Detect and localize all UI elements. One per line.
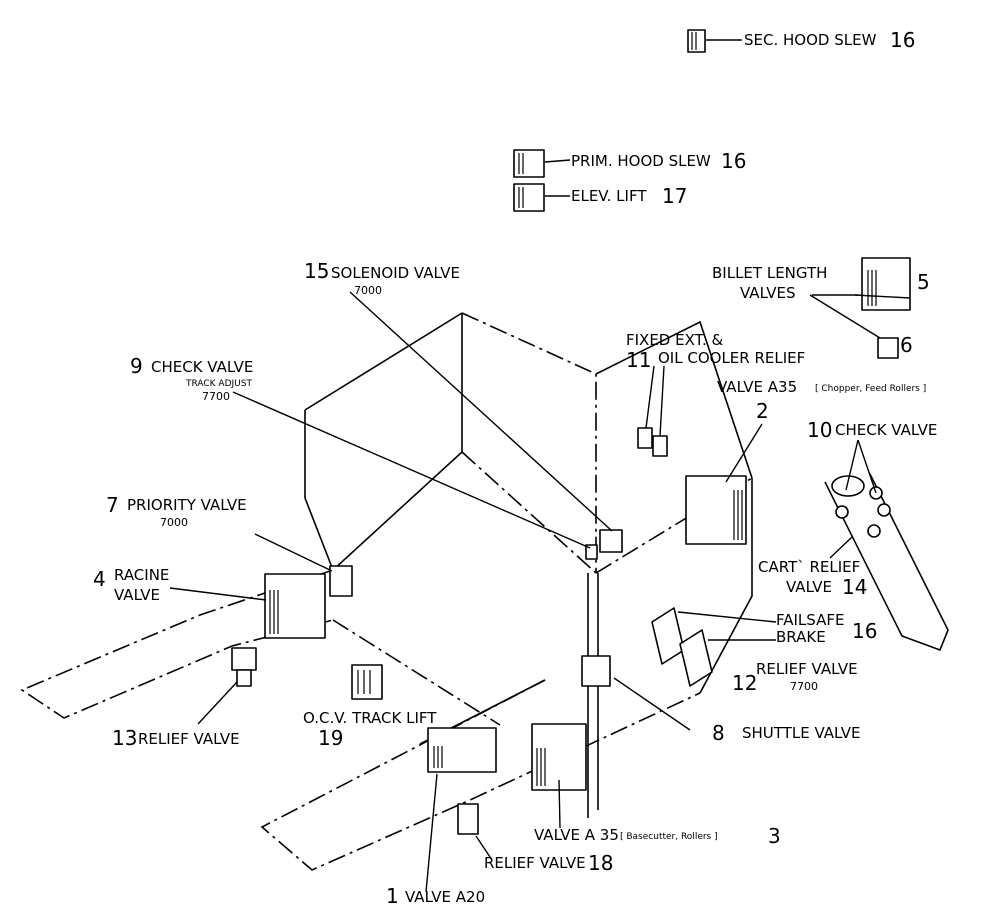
racine-valve-num: 4	[93, 567, 106, 591]
solenoid-valve-num: 15	[304, 259, 329, 283]
valve-a20-text: VALVE A20	[405, 888, 485, 906]
prim-hood-slew-num: 16	[721, 149, 746, 173]
priority-valve-7	[329, 565, 353, 597]
priority-valve-num: 7	[106, 493, 119, 517]
label-check-valve-10: 10 CHECK VALVE	[807, 418, 937, 442]
check-valve-10-text: CHECK VALVE	[835, 421, 937, 439]
valve-a20-1	[427, 727, 497, 773]
label-sec-hood-slew: SEC. HOOD SLEW 16	[744, 28, 915, 52]
valve-a35-bottom-sub: [ Basecutter, Rollers ]	[620, 832, 718, 842]
label-prim-hood-slew: PRIM. HOOD SLEW 16	[571, 149, 746, 173]
check-valve-9-num: 9	[130, 354, 143, 378]
sec-hood-slew-num: 16	[890, 28, 915, 52]
valve-a35-top-num: 2	[756, 399, 769, 423]
valve-a35-bottom-num: 3	[768, 824, 781, 848]
billet-length-valve-5	[861, 257, 911, 311]
failsafe-brake-num: 16	[852, 619, 877, 643]
billet-length-line2: VALVES	[740, 284, 796, 302]
label-elev-lift: ELEV. LIFT 17	[571, 184, 687, 208]
leader-lines	[169, 39, 911, 893]
solenoid-and-check-valves	[585, 529, 623, 560]
label-relief-valve-18: RELIEF VALVE 18	[484, 851, 613, 875]
fixed-ext-line1: FIXED EXT. &	[626, 331, 724, 349]
label-valve-a20: 1 VALVE A20	[386, 884, 485, 908]
label-valve-a35-bottom: VALVE A 35 [ Basecutter, Rollers ] 3	[534, 824, 781, 848]
cart-relief-num: 14	[842, 575, 867, 599]
prim-hood-slew-block	[513, 149, 545, 178]
cart-check-valves-10	[835, 486, 891, 538]
racine-valve-line1: RACINE	[114, 566, 169, 584]
check-valve-9-code: 7700	[202, 390, 230, 403]
label-cart-relief: CART` RELIEF VALVE 14	[758, 558, 867, 599]
valve-a20-num: 1	[386, 884, 399, 908]
solenoid-valve-code: 7000	[354, 284, 382, 297]
relief-valve-13	[231, 647, 257, 687]
sec-hood-slew-text: SEC. HOOD SLEW	[744, 31, 877, 49]
billet-length-valve-6	[877, 337, 899, 359]
elev-lift-text: ELEV. LIFT	[571, 187, 647, 205]
failsafe-brake-16	[651, 607, 713, 687]
label-fixed-ext: FIXED EXT. & 11 OIL COOLER RELIEF	[626, 331, 805, 372]
cart-relief-line2: VALVE	[786, 578, 832, 596]
label-valve-a35-top: VALVE A35 [ Chopper, Feed Rollers ] 2	[717, 378, 926, 423]
priority-valve-code: 7000	[160, 516, 188, 529]
priority-valve-text: PRIORITY VALVE	[127, 496, 247, 514]
relief-valve-18	[457, 803, 479, 835]
label-shuttle-valve: 8 SHUTTLE VALVE	[712, 721, 860, 745]
label-billet-length: BILLET LENGTH VALVES 5 6	[712, 264, 930, 357]
valve-a35-top-sub: [ Chopper, Feed Rollers ]	[815, 384, 926, 394]
cart-relief-line1: CART` RELIEF	[758, 558, 860, 576]
billet-length-num-5: 5	[917, 270, 930, 294]
sec-hood-slew-block	[687, 29, 706, 53]
label-solenoid-valve: 15 SOLENOID VALVE 7000	[304, 259, 460, 297]
relief-valve-13-num: 13	[112, 726, 137, 750]
failsafe-brake-line1: FAILSAFE	[776, 611, 844, 629]
relief-valve-12-code: 7700	[790, 680, 818, 693]
relief-valve-18-text: RELIEF VALVE	[484, 854, 586, 872]
valve-a35-basecutter-3	[531, 723, 587, 791]
elev-lift-block	[513, 183, 545, 212]
relief-valve-13-text: RELIEF VALVE	[138, 730, 240, 748]
label-racine-valve: 4 RACINE VALVE	[93, 566, 169, 604]
elev-lift-num: 17	[662, 184, 687, 208]
billet-length-line1: BILLET LENGTH	[712, 264, 827, 282]
valve-a35-chopper-2	[685, 475, 747, 545]
ocv-track-lift-text: O.C.V. TRACK LIFT	[303, 709, 437, 727]
shuttle-valve-num: 8	[712, 721, 725, 745]
label-failsafe-brake: FAILSAFE BRAKE 16	[776, 611, 877, 646]
check-valve-9-text: CHECK VALVE	[151, 358, 253, 376]
ocv-track-lift-19	[351, 664, 383, 700]
chassis-outline	[20, 312, 949, 871]
shuttle-valve-text: SHUTTLE VALVE	[742, 724, 860, 742]
check-valve-9-sub: TRACK ADJUST	[185, 379, 252, 389]
ocv-track-lift-num: 19	[318, 726, 343, 750]
billet-length-num-6: 6	[900, 333, 913, 357]
shuttle-valve-8	[581, 655, 611, 687]
prim-hood-slew-text: PRIM. HOOD SLEW	[571, 152, 711, 170]
relief-valve-12-text: RELIEF VALVE	[756, 660, 858, 678]
racine-valve-4	[264, 573, 326, 639]
relief-valve-12-num: 12	[732, 671, 757, 695]
racine-valve-line2: VALVE	[114, 586, 160, 604]
fixed-ext-valves-11	[637, 427, 668, 457]
fixed-ext-line2: OIL COOLER RELIEF	[658, 349, 805, 367]
failsafe-brake-line2: BRAKE	[776, 628, 826, 646]
valve-a35-bottom-text: VALVE A 35	[534, 826, 619, 844]
label-relief-valve-13: 13 RELIEF VALVE	[112, 726, 240, 750]
label-priority-valve: 7 PRIORITY VALVE 7000	[106, 493, 247, 529]
relief-valve-18-num: 18	[588, 851, 613, 875]
label-relief-valve-12: 12 RELIEF VALVE 7700	[732, 660, 858, 695]
valve-a35-top-text: VALVE A35	[717, 378, 797, 396]
check-valve-10-num: 10	[807, 418, 832, 442]
label-ocv-track-lift: O.C.V. TRACK LIFT 19	[303, 709, 437, 750]
solenoid-valve-text: SOLENOID VALVE	[331, 264, 460, 282]
fixed-ext-num: 11	[626, 348, 651, 372]
label-check-valve-9: 9 CHECK VALVE TRACK ADJUST 7700	[130, 354, 253, 403]
